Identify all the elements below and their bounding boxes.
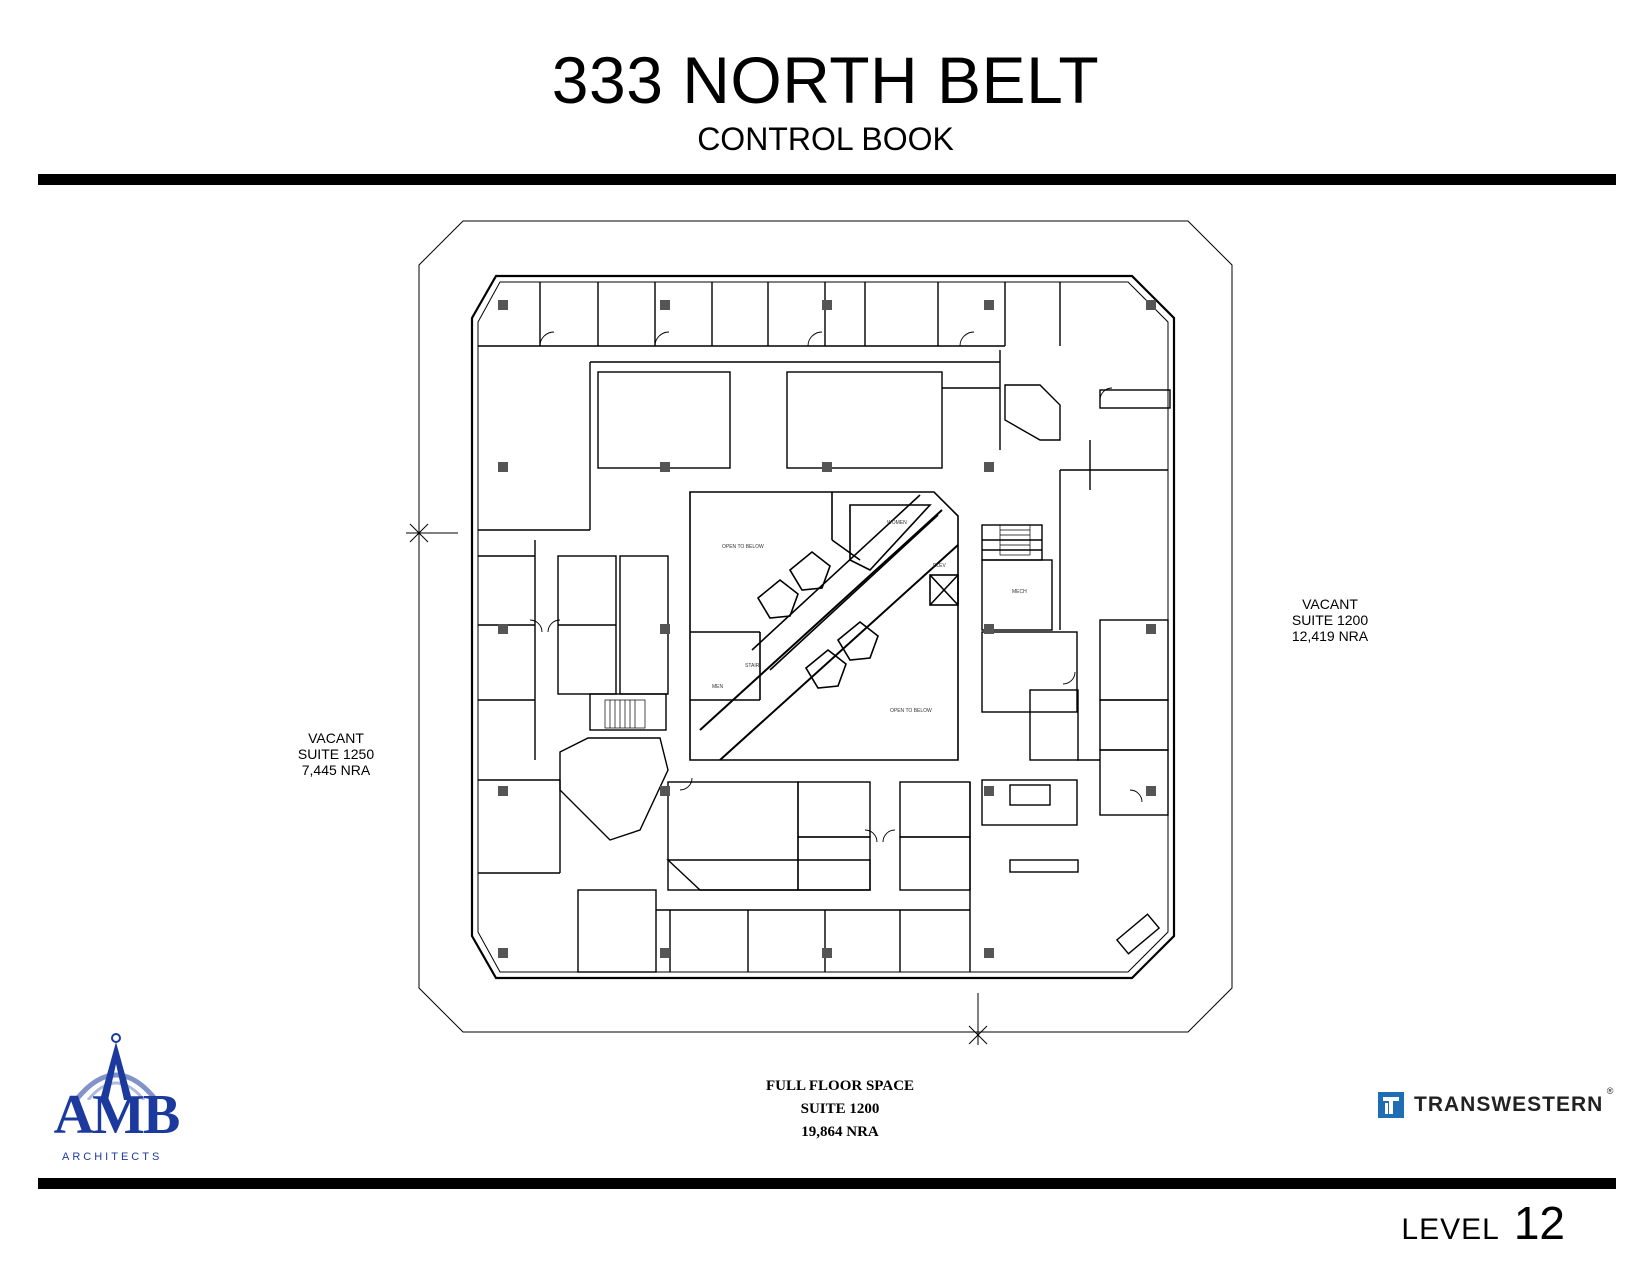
open-to-below-label-1: OPEN TO BELOW	[722, 544, 764, 550]
level-word: LEVEL	[1401, 1213, 1500, 1246]
transwestern-wordmark: TRANSWESTERN	[1414, 1093, 1604, 1116]
full-floor-label: FULL FLOOR SPACE SUITE 1200 19,864 NRA	[700, 1075, 980, 1144]
upper-rooms	[478, 350, 1171, 531]
east-suite-number: SUITE 1200	[1291, 612, 1369, 628]
compass-a-logo-icon	[74, 1033, 158, 1100]
page-title: 333 NORTH BELT	[551, 43, 1100, 117]
east-rooms	[981, 470, 1169, 873]
amb-architects-logo: AMB ARCHITECTS	[36, 1030, 196, 1170]
east-suite-status: VACANT	[1302, 596, 1358, 612]
core	[689, 491, 959, 761]
west-suite-status: VACANT	[308, 730, 364, 746]
columns	[498, 300, 1156, 958]
amb-subtitle: ARCHITECTS	[62, 1151, 163, 1163]
amb-wordmark: AMB	[53, 1084, 181, 1146]
stair-label: STAIR	[745, 663, 760, 669]
transwestern-logo: TRANSWESTERN ®	[1378, 1086, 1613, 1120]
t-mark-icon	[1378, 1092, 1404, 1118]
south-rooms	[577, 781, 1161, 973]
level-number: 12	[1513, 1197, 1565, 1249]
building-outline	[470, 274, 1176, 980]
registered-mark: ®	[1606, 1086, 1614, 1096]
men-label: MEN	[712, 684, 724, 690]
bottom-divider	[38, 1178, 1616, 1189]
west-suite-area: 7,445 NRA	[301, 762, 371, 778]
elev-label: ELEV	[933, 563, 946, 569]
open-to-below-label-2: OPEN TO BELOW	[890, 708, 932, 714]
full-floor-line2: SUITE 1200	[800, 1101, 880, 1117]
west-suite-label: VACANT SUITE 1250 7,445 NRA	[276, 730, 396, 778]
east-suite-label: VACANT SUITE 1200 12,419 NRA	[1270, 596, 1390, 644]
west-suite-number: SUITE 1250	[297, 746, 375, 762]
women-label: WOMEN	[887, 520, 907, 526]
door-swings	[529, 331, 1143, 843]
full-floor-line1: FULL FLOOR SPACE	[765, 1078, 915, 1094]
level-indicator: LEVEL 12	[1401, 1196, 1565, 1250]
west-offices	[478, 540, 669, 874]
mech-label: MECH	[1012, 589, 1027, 595]
full-floor-line3: 19,864 NRA	[801, 1124, 879, 1140]
north-offices	[478, 282, 1061, 363]
site-boundary	[418, 220, 1233, 1033]
stairs	[604, 524, 1031, 729]
match-lines	[406, 523, 988, 1045]
top-divider	[38, 174, 1616, 185]
east-suite-area: 12,419 NRA	[1291, 628, 1369, 644]
page-subtitle: CONTROL BOOK	[697, 121, 954, 157]
